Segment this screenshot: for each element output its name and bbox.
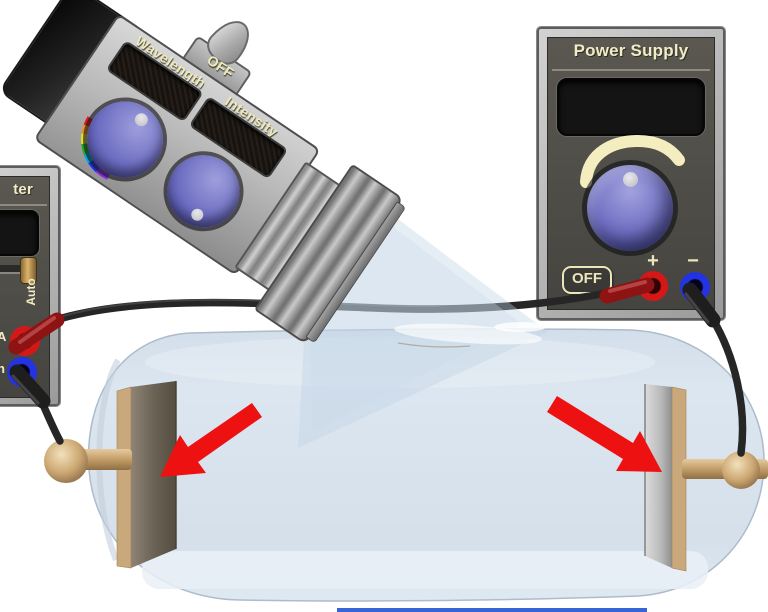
meter-slider-track bbox=[0, 265, 37, 274]
right-plate-arrow bbox=[547, 396, 662, 472]
supply-red-plug-sheen bbox=[608, 280, 647, 293]
vacuum-tube bbox=[87, 328, 765, 602]
meter-red-plug bbox=[8, 312, 65, 355]
intensity-knob-dot bbox=[188, 206, 206, 224]
minus-terminal-label: − bbox=[687, 250, 699, 272]
plus-terminal-label: + bbox=[647, 250, 659, 272]
power-supply-knob-arc bbox=[580, 134, 685, 188]
left-plate-face bbox=[131, 381, 176, 568]
top-wire bbox=[48, 288, 616, 325]
power-supply-panel-body: Power Supply OFF + − bbox=[547, 37, 715, 310]
right-plate-face bbox=[645, 384, 672, 568]
meter-black-plug bbox=[9, 364, 51, 409]
wavelength-knob-dot bbox=[132, 110, 151, 129]
meter-divider bbox=[0, 204, 47, 206]
supply-black-plug-sheen bbox=[684, 292, 710, 324]
supply-black-plug bbox=[682, 282, 721, 328]
power-supply-panel: Power Supply OFF + − bbox=[537, 27, 725, 320]
meter-slider-handle[interactable] bbox=[20, 257, 37, 284]
right-bottom-wire bbox=[708, 314, 747, 457]
beam-glare-small bbox=[494, 322, 546, 332]
beam-speckle bbox=[397, 342, 471, 348]
window-edge-line bbox=[337, 608, 647, 612]
voltage-knob-indicator-dot bbox=[623, 172, 638, 187]
left-plate-arrow bbox=[160, 403, 262, 477]
right-plate-edge bbox=[671, 386, 687, 572]
tube-top-highlight bbox=[145, 336, 655, 388]
right-terminal-ball bbox=[722, 451, 760, 489]
supply-red-plug bbox=[599, 277, 655, 304]
meter-display bbox=[0, 210, 39, 256]
meter-current-terminal-label: A bbox=[0, 329, 7, 344]
meter-black-plug-sheen bbox=[11, 374, 40, 405]
voltage-knob[interactable] bbox=[587, 165, 673, 251]
power-supply-title: Power Supply bbox=[573, 41, 689, 60]
power-supply-divider bbox=[552, 69, 710, 71]
tube-bottom-highlight bbox=[142, 551, 708, 589]
meter-panel-body: ter Auto A n bbox=[0, 176, 50, 398]
left-terminal-ball bbox=[44, 439, 88, 483]
meter-red-plug-sheen bbox=[18, 316, 56, 344]
power-supply-display bbox=[557, 78, 705, 136]
left-plate-edge bbox=[116, 386, 132, 569]
meter-common-terminal-label: n bbox=[0, 361, 5, 376]
meter-panel: ter Auto A n bbox=[0, 166, 60, 406]
meter-title-fragment: ter bbox=[13, 181, 33, 198]
top-wire-sheen bbox=[59, 298, 441, 318]
